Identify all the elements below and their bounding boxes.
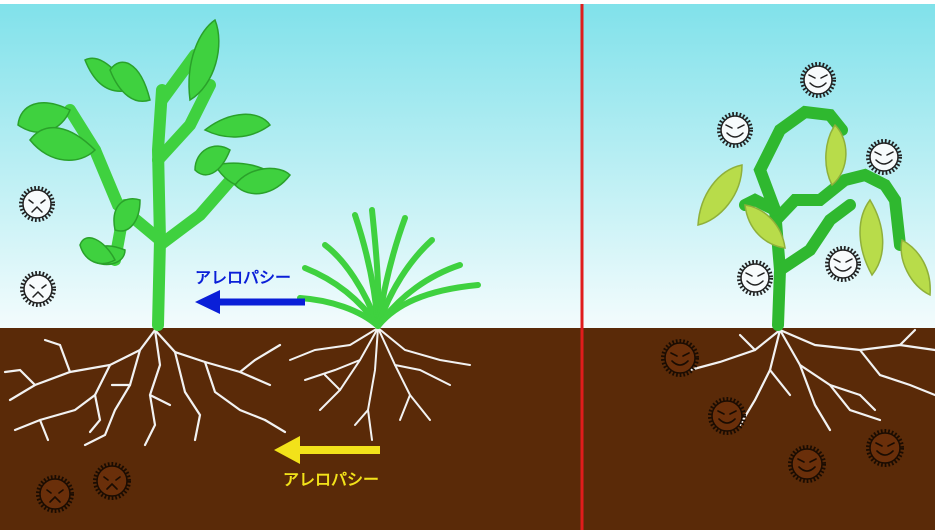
soil xyxy=(0,328,935,530)
allelopathy-label-above: アレロパシー xyxy=(195,268,291,287)
sky xyxy=(0,0,935,330)
grinning-microbe-icon xyxy=(828,249,858,279)
grinning-microbe-icon xyxy=(740,263,770,293)
sad-microbe-icon xyxy=(23,274,53,304)
allelopathy-label-below: アレロパシー xyxy=(283,470,379,489)
grinning-microbe-icon xyxy=(720,115,750,145)
sad-microbe-icon xyxy=(22,189,52,219)
grinning-microbe-icon xyxy=(803,65,833,95)
grinning-microbe-icon xyxy=(869,142,899,172)
